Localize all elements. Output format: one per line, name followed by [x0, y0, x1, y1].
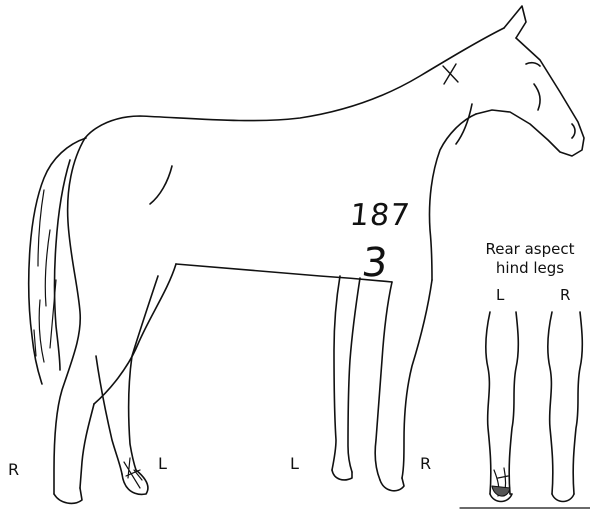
horse-fore-hoof-right: [380, 478, 404, 491]
rear-left-leg-outer: [486, 312, 491, 494]
rear-right-leg-outer: [548, 312, 553, 494]
horse-nostril: [572, 124, 575, 138]
label-hind-right: R: [8, 462, 19, 478]
horse-shoulder: [456, 104, 472, 144]
horse-croup: [54, 138, 85, 494]
label-fore-right: R: [420, 456, 431, 472]
horse-hind-hoof-left: [122, 470, 148, 494]
label-hind-left: L: [158, 456, 167, 472]
horse-hind-right-cannon: [80, 404, 94, 488]
rear-right-hoof: [552, 494, 574, 502]
rear-aspect-title-line1: Rear aspect: [470, 240, 590, 259]
rear-label-right: R: [560, 288, 570, 303]
rear-aspect-title-line2: hind legs: [470, 259, 590, 278]
horse-eye: [526, 63, 540, 66]
horse-foreleg-right-back: [375, 282, 392, 480]
horse-cheek: [534, 84, 540, 110]
rear-left-hoof-fill: [492, 486, 510, 496]
rear-aspect-title: Rear aspect hind legs: [470, 240, 590, 278]
horse-tail-strands: [34, 190, 56, 362]
handwritten-mark-text: x: [0, 0, 1, 1]
horse-tail: [29, 138, 86, 384]
horse-head-neck-top: [476, 38, 584, 156]
rear-label-left: L: [496, 288, 504, 303]
horse-foreleg-right-front: [402, 280, 432, 478]
horse-foreleg-left-back: [332, 276, 340, 470]
neck-mark-x: [443, 64, 458, 84]
horse-fore-hoof-left: [332, 470, 352, 480]
label-fore-left: L: [290, 456, 299, 472]
horse-hind-hoof-right: [54, 488, 82, 503]
horse-hind-left-back: [96, 356, 122, 474]
handwritten-digit: 3: [360, 240, 390, 286]
horse-foreleg-left-front: [348, 278, 360, 472]
horse-crest: [85, 28, 504, 138]
rear-right-leg-inner: [573, 312, 582, 494]
rear-left-leg-inner: [509, 312, 518, 494]
handwritten-number: 187: [348, 198, 412, 233]
horse-hind-left-front: [129, 276, 158, 470]
horse-ear: [504, 6, 526, 38]
horse-hind-right-front: [94, 264, 176, 404]
horse-flank-crease: [150, 166, 172, 204]
